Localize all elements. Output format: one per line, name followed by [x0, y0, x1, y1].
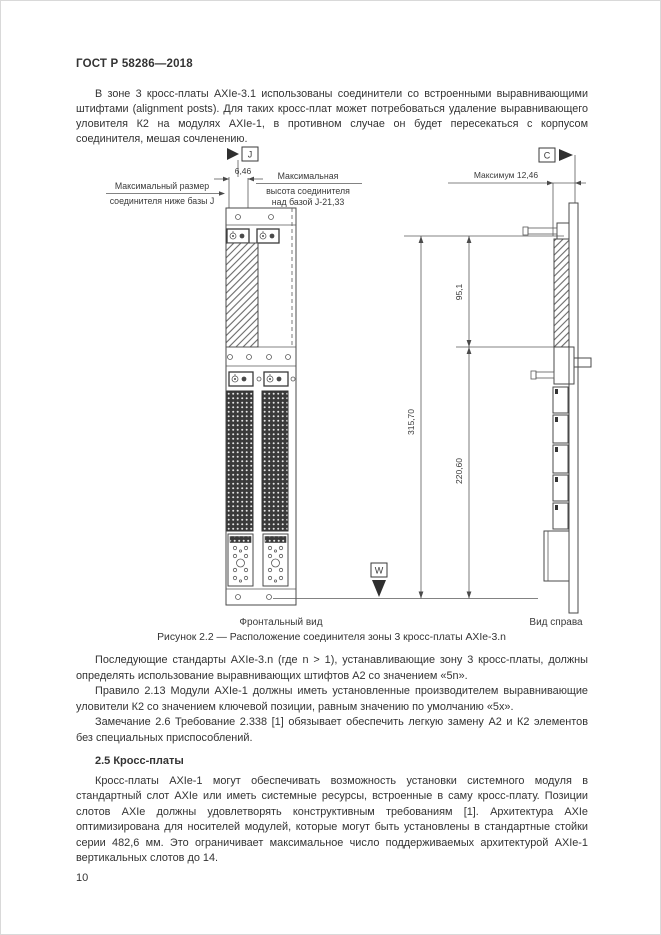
pin-grid-connector [226, 390, 254, 532]
dimension-pin-offset: 6,46 [214, 166, 263, 208]
datum-w-letter: W [375, 566, 384, 576]
mounting-hole [266, 594, 272, 600]
callout-right-line1: Максимальная [278, 171, 339, 181]
mounting-hole [268, 214, 274, 220]
callout-right-line2: высота соединителя [266, 186, 350, 196]
body-text-block: Последующие стандарты AXIe-3.n (где n > … [76, 653, 588, 886]
power-connector-block [262, 533, 289, 587]
figure-caption: Рисунок 2.2 — Расположение соединителя з… [157, 632, 506, 643]
upper-alignment-pin [522, 222, 570, 240]
front-view-board-outline [225, 207, 297, 606]
front-view-label: Фронтальный вид [239, 617, 322, 628]
datum-flag-j: J [227, 146, 259, 177]
page-number: 10 [76, 871, 89, 884]
front-view [225, 207, 297, 606]
dimension-total-height-value: 315,70 [406, 409, 416, 435]
power-connector-block [227, 533, 254, 587]
mounting-hole [235, 594, 241, 600]
paragraph-subsequent-standards: Последующие стандарты AXIe-3.n (где n > … [76, 654, 588, 682]
intro-paragraph: В зоне 3 кросс-платы AXIe-3.1 использова… [76, 88, 588, 145]
dimension-total-height: 315,70 [406, 236, 424, 599]
dimension-upper-height: 95,1 [454, 236, 472, 347]
side-view-hatched-connector [553, 238, 570, 348]
paragraph-rule-2-13: Правило 2.13 Модули AXIe-1 должны иметь … [76, 685, 588, 713]
datum-w-triangle-icon [372, 580, 386, 597]
hatched-zone3-connector-area [225, 242, 259, 348]
middle-bracket [530, 346, 592, 385]
pin-grid-connector [261, 390, 289, 532]
datum-c-letter: C [544, 151, 551, 161]
side-view-backplane [568, 202, 579, 614]
paragraph-crossplates: Кросс-платы AXIe-1 могут обеспечивать во… [76, 774, 588, 865]
side-view-bottom-housing [543, 530, 570, 582]
callout-left-line1: Максимальный размер [115, 181, 209, 191]
datum-c-triangle-icon [559, 149, 573, 161]
vertical-dimensions: 315,70 95,1 220,60 [404, 235, 564, 599]
datum-flag-c: C [538, 147, 576, 203]
right-side-view [522, 202, 592, 614]
dimension-max-depth-value: Максимум 12,46 [474, 170, 539, 180]
callout-connector-height-above-datum: Максимальная высота соединителя над базо… [256, 171, 362, 207]
dimension-lower-height: 220,60 [454, 347, 472, 599]
callout-connector-below-datum: Максимальный размер соединителя ниже баз… [106, 181, 225, 206]
dimension-lower-height-value: 220,60 [454, 458, 464, 484]
paragraph-note-2-6: Замечание 2.6 Требование 2.338 [1] обязы… [76, 716, 588, 744]
figure-2-2-drawing: J 6,46 Максимальный размер соединителя н… [106, 146, 592, 628]
datum-j-letter: J [248, 150, 253, 160]
dimension-upper-height-value: 95,1 [454, 283, 464, 300]
section-heading-2-5: 2.5 Кросс-платы [95, 755, 184, 767]
side-view-connector-stack [552, 386, 569, 530]
datum-j-triangle-icon [227, 148, 239, 160]
dimension-max-depth: Максимум 12,46 [448, 170, 586, 236]
lower-keying-connectors [228, 371, 296, 387]
dimension-pin-offset-value: 6,46 [235, 166, 252, 176]
right-side-view-label: Вид справа [529, 617, 583, 628]
upper-keying-connectors [226, 228, 280, 244]
callout-left-line2: соединителя ниже базы J [110, 196, 215, 206]
mounting-hole [235, 214, 241, 220]
datum-flag-w: W [273, 562, 538, 599]
callout-right-line3: над базой J-21,33 [272, 197, 345, 207]
middle-mounting-band [226, 346, 296, 367]
document-standard-number: ГОСТ Р 58286—2018 [76, 58, 193, 70]
